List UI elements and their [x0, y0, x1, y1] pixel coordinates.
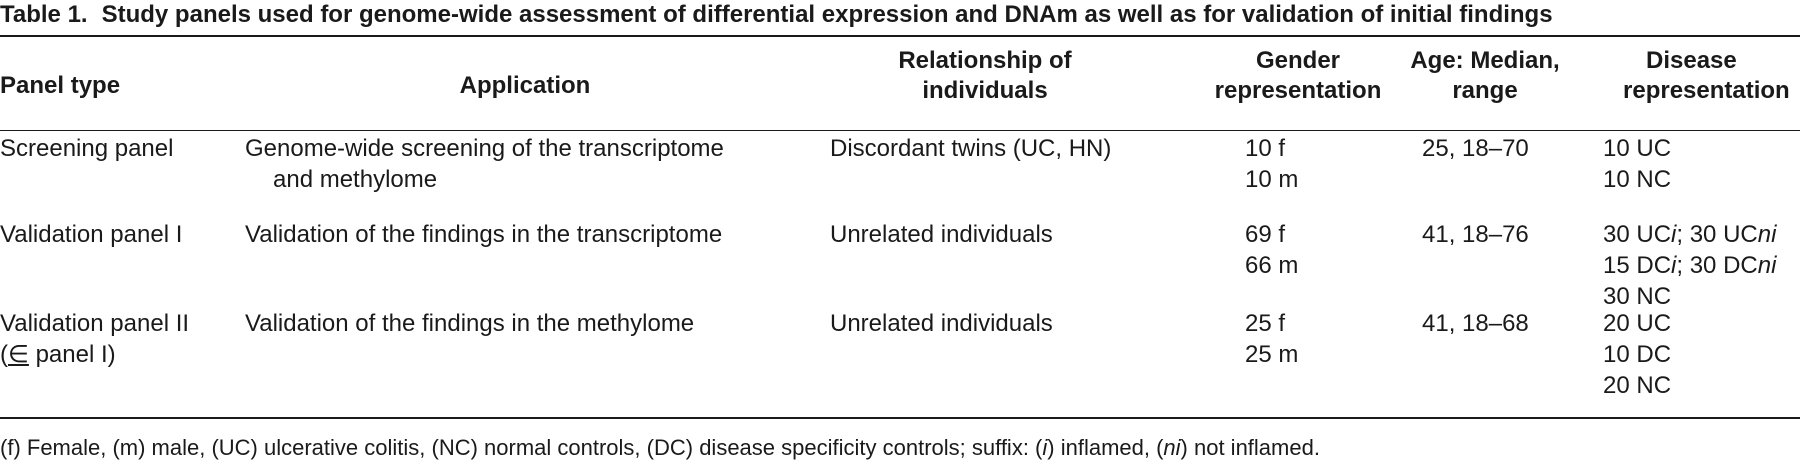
row3-panel-type: Validation panel II (∈ panel I) [0, 310, 190, 368]
row1-panel-type: Screening panel [0, 135, 174, 162]
row3-application: Validation of the findings in the methyl… [245, 310, 695, 337]
table-footnote: (f) Female, (m) male, (UC) ulcerative co… [0, 435, 1320, 460]
bottom-rule [0, 417, 1800, 419]
row2-disease: 30 UCi; 30 UCni 15 DCi; 30 DCni 30 NC [1603, 219, 1776, 312]
table-title: Table 1. Study panels used for genome-wid… [0, 0, 1553, 30]
row1-gender: 10 f 10 m [1245, 135, 1299, 193]
header-panel-type: Panel type [0, 72, 121, 99]
row2-age: 41, 18–76 [1422, 221, 1529, 248]
header-relationship: Relationship of individuals [898, 47, 1072, 104]
row2-relationship: Unrelated individuals [830, 221, 1053, 248]
disease-line: 30 NC [1603, 283, 1672, 310]
disease-line: 30 UCi; 30 UCni [1603, 221, 1777, 248]
row1-disease: 10 UC 10 NC [1603, 135, 1672, 193]
header-age: Age: Median, range [1410, 47, 1560, 104]
row1-relationship: Discordant twins (UC, HN) [830, 135, 1112, 162]
header-rule [0, 130, 1800, 131]
disease-line: 15 DCi; 30 DCni [1603, 252, 1777, 279]
header-application: Application [459, 72, 591, 99]
row2-panel-type: Validation panel I [0, 221, 183, 248]
row1-application: Genome-wide screening of the transcripto… [245, 135, 724, 193]
row3-gender: 25 f 25 m [1245, 310, 1299, 368]
row3-relationship: Unrelated individuals [830, 310, 1053, 337]
header-gender: Gender representation [1214, 47, 1382, 104]
row2-gender: 69 f 66 m [1245, 221, 1299, 279]
table-caption: Study panels used for genome-wide assess… [101, 1, 1553, 28]
table-label: Table 1. [0, 1, 88, 28]
top-rule [0, 35, 1800, 37]
header-disease: Disease representation [1623, 47, 1790, 104]
row2-application: Validation of the findings in the transc… [245, 221, 723, 248]
row1-age: 25, 18–70 [1422, 135, 1529, 162]
row3-disease: 20 UC 10 DC 20 NC [1603, 310, 1672, 399]
row3-age: 41, 18–68 [1422, 310, 1529, 337]
